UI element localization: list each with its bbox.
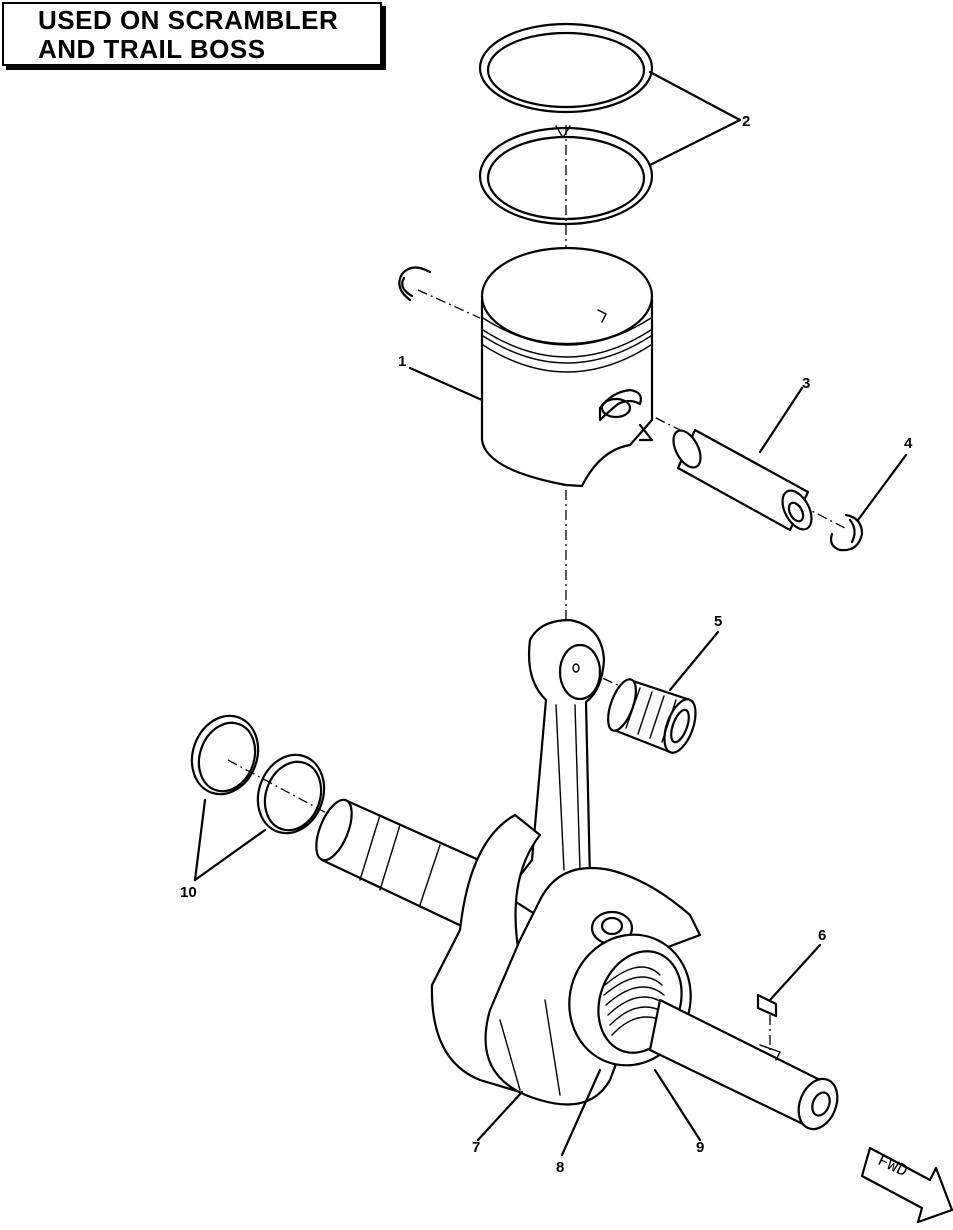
crankshaft-shim-rings (190, 714, 326, 835)
piston-pin-circlip-right (829, 513, 864, 552)
needle-bearing (607, 678, 697, 754)
callout-7: 7 (472, 1139, 480, 1156)
callout-2: 2 (742, 113, 750, 130)
woodruff-key (756, 993, 778, 1018)
callout-10: 10 (180, 884, 197, 901)
callout-5: 5 (714, 613, 722, 630)
callout-3: 3 (802, 375, 810, 392)
forward-direction-arrow: FWD (860, 1146, 953, 1224)
callout-9: 9 (696, 1139, 704, 1156)
callout-1: 1 (398, 353, 406, 370)
piston (480, 246, 654, 488)
piston-pin (672, 428, 813, 532)
crankshaft-right-taper (648, 998, 839, 1131)
piston-pin-circlip-left (398, 266, 432, 302)
applicability-line-1: USED ON SCRAMBLER (38, 5, 339, 35)
connecting-rod (503, 618, 612, 932)
piston-ring-lower (478, 125, 654, 226)
callout-6: 6 (818, 927, 826, 944)
callout-8: 8 (556, 1159, 564, 1176)
piston-ring-upper (478, 22, 654, 114)
callout-leaders (193, 70, 908, 1157)
applicability-note: USED ON SCRAMBLER AND TRAIL BOSS (2, 2, 382, 66)
applicability-line-2: AND TRAIL BOSS (38, 34, 266, 64)
callout-4: 4 (904, 435, 913, 452)
